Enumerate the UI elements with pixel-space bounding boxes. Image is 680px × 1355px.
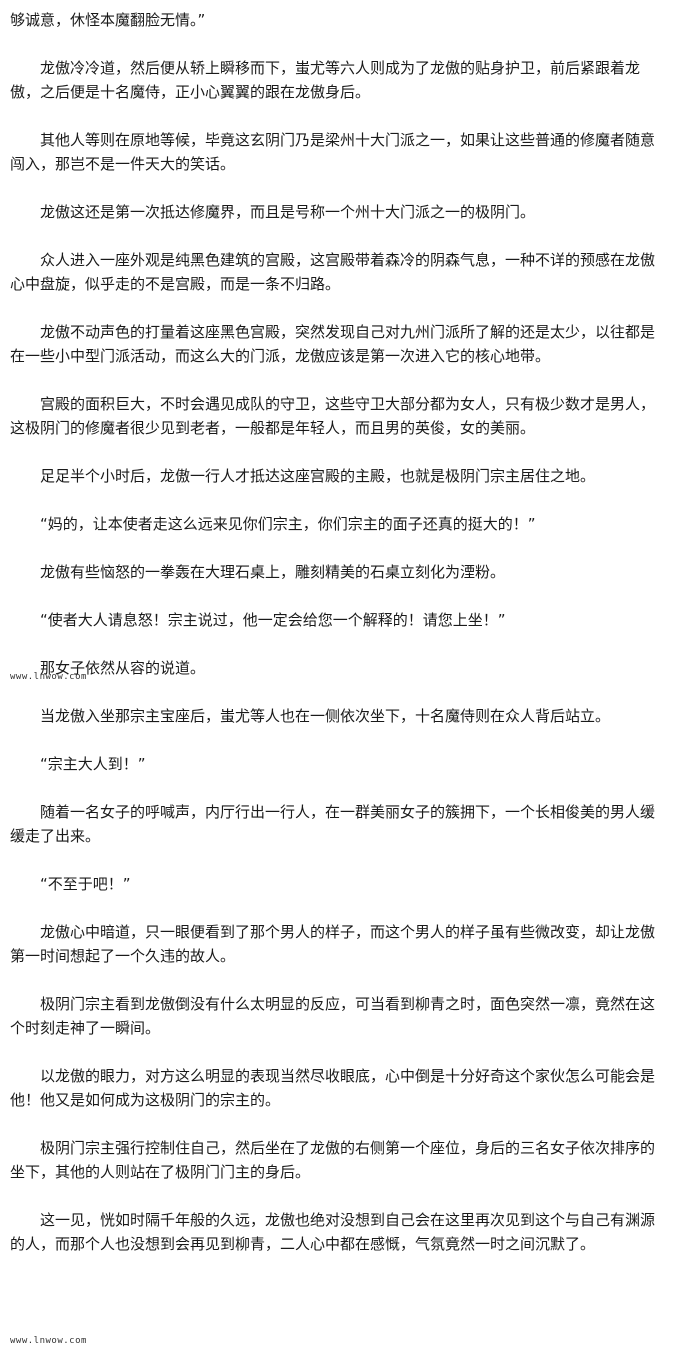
- paragraph-gap: [0, 224, 680, 248]
- paragraph: “宗主大人到！”: [40, 755, 146, 773]
- paragraph: “不至于吧！”: [40, 875, 131, 893]
- paragraph-gap: [0, 104, 680, 128]
- paragraph-gap: [0, 848, 680, 872]
- paragraph: 宫殿的面积巨大，不时会遇见成队的守卫，这些守卫大部分都为女人，只有极少数才是男人…: [10, 395, 656, 437]
- paragraph: “使者大人请息怒！宗主说过，他一定会给您一个解释的！请您上坐！”: [40, 611, 506, 629]
- paragraph: 这一见，恍如时隔千年般的久远，龙傲也绝对没想到自己会在这里再次见到这个与自己有渊…: [10, 1211, 656, 1253]
- paragraph: 其他人等则在原地等候，毕竟这玄阴门乃是梁州十大门派之一，如果让这些普通的修魔者随…: [10, 131, 656, 173]
- paragraph-gap: [0, 176, 680, 200]
- paragraph-gap: [0, 440, 680, 464]
- paragraph-gap: [0, 680, 680, 704]
- paragraph: 当龙傲入坐那宗主宝座后，蚩尤等人也在一侧依次坐下，十名魔侍则在众人背后站立。: [40, 707, 611, 725]
- paragraph: 足足半个小时后，龙傲一行人才抵达这座宫殿的主殿，也就是极阴门宗主居住之地。: [40, 467, 596, 485]
- paragraph-gap: [0, 488, 680, 512]
- watermark-url: www.lnwow.com: [10, 1336, 87, 1346]
- watermark-url: www.lnwow.com: [10, 672, 87, 682]
- paragraph: 极阴门宗主看到龙傲倒没有什么太明显的反应，可当看到柳青之时，面色突然一凛，竟然在…: [10, 995, 656, 1037]
- paragraph: 龙傲心中暗道，只一眼便看到了那个男人的样子，而这个男人的样子虽有些微改变，却让龙…: [10, 923, 656, 965]
- paragraph: “妈的，让本使者走这么远来见你们宗主，你们宗主的面子还真的挺大的！”: [40, 515, 536, 533]
- paragraph: 龙傲不动声色的打量着这座黑色宫殿，突然发现自己对九州门派所了解的还是太少，以往都…: [10, 323, 656, 365]
- paragraph: 龙傲冷冷道，然后便从轿上瞬移而下，蚩尤等六人则成为了龙傲的贴身护卫，前后紧跟着龙…: [10, 59, 641, 101]
- paragraph-gap: [0, 1040, 680, 1064]
- paragraph-gap: [0, 968, 680, 992]
- paragraph-gap: [0, 1112, 680, 1136]
- paragraph: 够诚意，休怪本魔翻脸无情。”: [10, 11, 206, 29]
- paragraph-gap: [0, 896, 680, 920]
- paragraph-gap: [0, 1184, 680, 1208]
- paragraph-gap: [0, 536, 680, 560]
- paragraph-gap: [0, 584, 680, 608]
- paragraph: 以龙傲的眼力，对方这么明显的表现当然尽收眼底，心中倒是十分好奇这个家伙怎么可能会…: [10, 1067, 656, 1109]
- paragraph-gap: [0, 632, 680, 656]
- paragraph-gap: [0, 776, 680, 800]
- paragraph-gap: [0, 368, 680, 392]
- paragraph-gap: [0, 32, 680, 56]
- paragraph: 龙傲有些恼怒的一拳轰在大理石桌上，雕刻精美的石桌立刻化为湮粉。: [40, 563, 506, 581]
- paragraph-gap: [0, 728, 680, 752]
- paragraph: 极阴门宗主强行控制住自己，然后坐在了龙傲的右侧第一个座位，身后的三名女子依次排序…: [10, 1139, 656, 1181]
- paragraph-gap: [0, 296, 680, 320]
- document-body: 够诚意，休怪本魔翻脸无情。” 龙傲冷冷道，然后便从轿上瞬移而下，蚩尤等六人则成为…: [0, 8, 680, 1256]
- paragraph: 龙傲这还是第一次抵达修魔界，而且是号称一个州十大门派之一的极阴门。: [40, 203, 536, 221]
- paragraph: 众人进入一座外观是纯黑色建筑的宫殿，这宫殿带着森冷的阴森气息，一种不详的预感在龙…: [10, 251, 656, 293]
- paragraph: 随着一名女子的呼喊声，内厅行出一行人，在一群美丽女子的簇拥下，一个长相俊美的男人…: [10, 803, 656, 845]
- paragraph: 那女子依然从容的说道。: [40, 659, 206, 677]
